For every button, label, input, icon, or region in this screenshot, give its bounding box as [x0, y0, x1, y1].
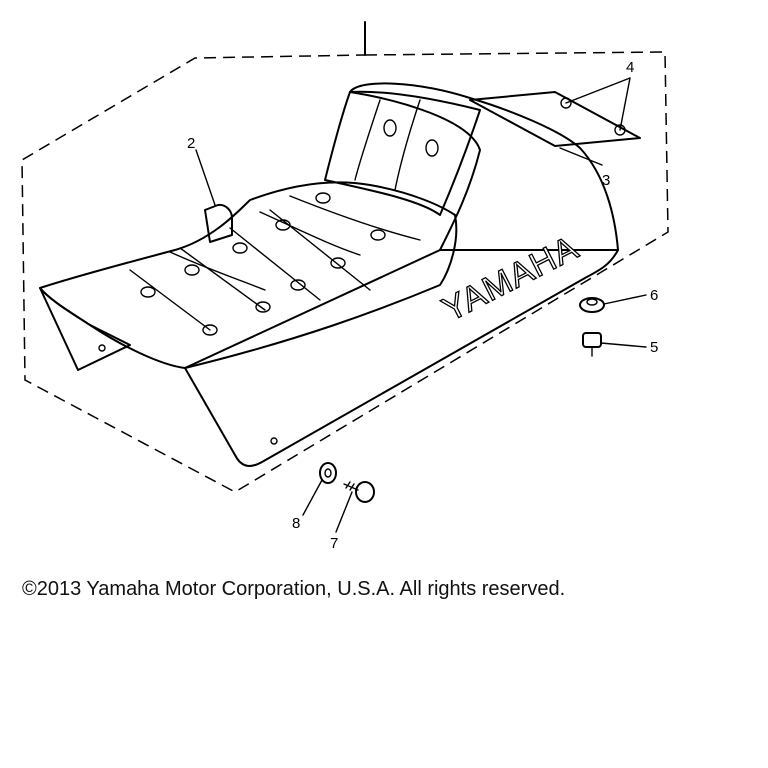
seat-parts-diagram: YAMAHA 2 4 3 6 5 8 7 [21, 21, 669, 552]
assembly-boundary [21, 51, 669, 493]
callout-5: 5 [650, 339, 658, 356]
yamaha-lettering: YAMAHA [436, 228, 584, 329]
copyright-notice: ©2013 Yamaha Motor Corporation, U.S.A. A… [22, 578, 566, 600]
nut-part-6 [579, 297, 605, 313]
leader-lines [195, 77, 647, 533]
screw-part-7 [343, 481, 375, 503]
seat-assembly [39, 82, 619, 467]
callout-7: 7 [330, 535, 338, 552]
callout-2: 2 [187, 135, 195, 152]
callout-8: 8 [292, 515, 300, 532]
washer-part-8 [319, 462, 337, 484]
rear-plate [469, 91, 641, 147]
callout-3: 3 [602, 172, 610, 189]
callout-4: 4 [626, 59, 634, 76]
callout-6: 6 [650, 287, 658, 304]
bolt-part-5 [582, 332, 602, 357]
